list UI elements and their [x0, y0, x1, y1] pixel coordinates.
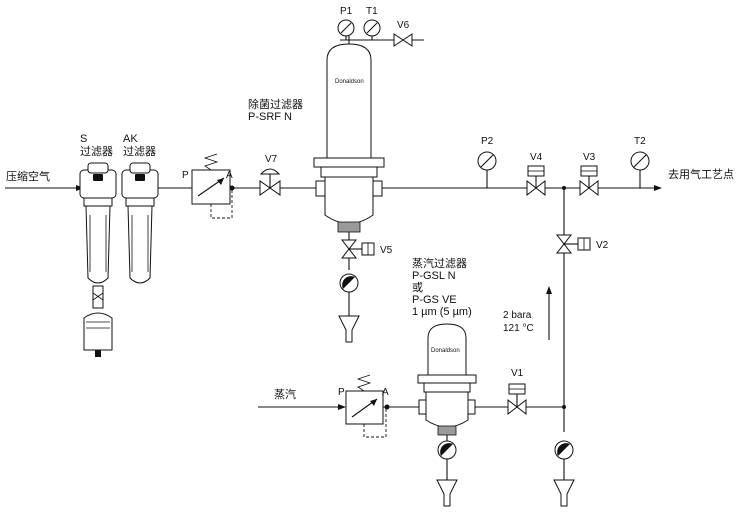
- steam-riser-drain: [553, 440, 575, 507]
- valve-v2: [555, 234, 591, 254]
- steam-pressure-regulator: [345, 374, 390, 438]
- sterile-filter-name: 除菌过滤器: [248, 97, 303, 111]
- inlet-label: 压缩空气: [6, 169, 50, 183]
- valve-v4: [526, 165, 546, 197]
- steam-filter-brand: Donaldson: [431, 348, 460, 354]
- air-regulator-port-p: P: [182, 170, 189, 181]
- sterile-filter-brand: Donaldson: [335, 79, 364, 85]
- sterile-filter-housing: [313, 43, 385, 233]
- valve-v7: [259, 168, 281, 196]
- steam-filter-rating: 1 µm (5 µm): [412, 306, 472, 318]
- t1-label: T1: [366, 6, 378, 17]
- v3-label: V3: [583, 152, 596, 163]
- p2-label: P2: [481, 136, 494, 147]
- temperature-gauge-t2: [630, 151, 650, 188]
- main-air-pipeline: [5, 185, 662, 191]
- steam-flow-arrow: [546, 286, 552, 340]
- steam-pressure-label: 2 bara: [503, 310, 532, 321]
- ak-filter-housing: [121, 162, 159, 284]
- pressure-gauge-p1: [337, 19, 355, 37]
- steam-temperature-label: 121 °C: [503, 323, 534, 334]
- s-filter-code: S: [80, 133, 87, 145]
- steam-filter-name: 蒸汽过滤器: [412, 256, 467, 270]
- steam-regulator-port-p: P: [338, 387, 345, 398]
- s-filter-drain-unit: [83, 285, 113, 357]
- sterile-filter-model: P-SRF N: [248, 111, 292, 123]
- valve-v6: [393, 33, 413, 47]
- t2-label: T2: [634, 136, 646, 147]
- p1-label: P1: [340, 6, 353, 17]
- valve-v5: [340, 239, 375, 259]
- valve-v3: [579, 165, 599, 197]
- steam-trap-icon: [338, 273, 360, 343]
- air-regulator-port-a: A: [226, 170, 233, 181]
- s-filter-housing: [79, 162, 117, 284]
- steam-riser-line: [562, 186, 566, 432]
- pressure-gauge-p2: [477, 151, 497, 188]
- air-pressure-regulator: [191, 153, 235, 219]
- steam-filter-drain: [436, 435, 458, 507]
- v7-label: V7: [265, 154, 278, 165]
- v5-label: V5: [380, 245, 393, 256]
- steam-filter-or: 或: [412, 281, 423, 294]
- ak-filter-name: 过滤器: [123, 145, 156, 158]
- outlet-label: 去用气工艺点: [668, 167, 734, 181]
- valve-v1: [507, 383, 527, 416]
- steam-regulator-port-a: A: [382, 387, 389, 398]
- temperature-gauge-t1: [363, 19, 381, 37]
- s-filter-name: 过滤器: [80, 145, 113, 158]
- ak-filter-code: AK: [123, 133, 138, 145]
- v4-label: V4: [530, 152, 543, 163]
- steam-filter-model-2: P-GS VE: [412, 294, 457, 306]
- v1-label: V1: [511, 368, 524, 379]
- steam-filter-housing: [417, 323, 477, 436]
- v6-label: V6: [397, 20, 410, 31]
- v2-label: V2: [596, 240, 609, 251]
- steam-label: 蒸汽: [274, 387, 296, 401]
- steam-filter-model-1: P-GSL N: [412, 270, 456, 282]
